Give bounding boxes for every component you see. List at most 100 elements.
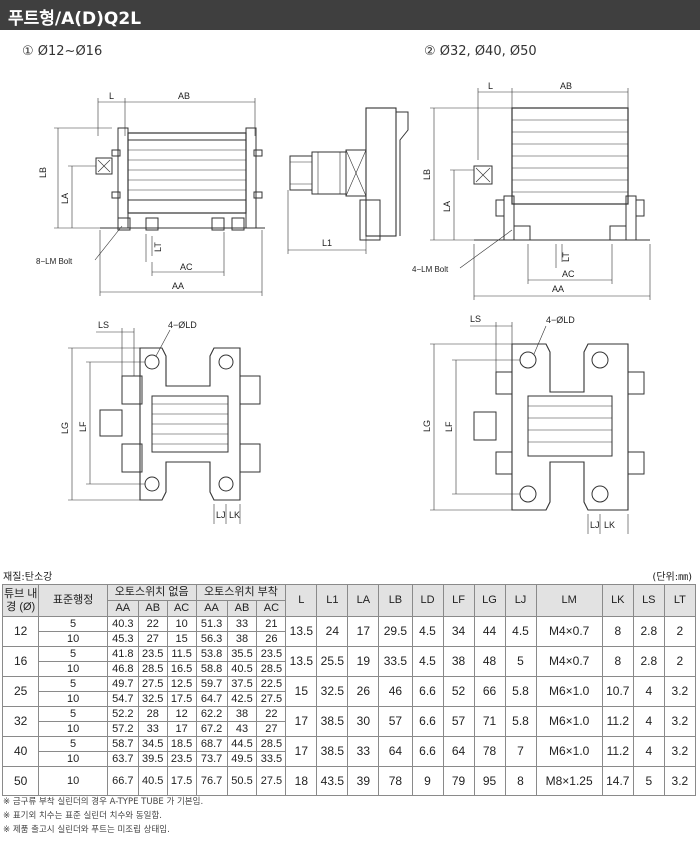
th-col: LK	[601, 584, 634, 617]
table-cell: 33	[137, 721, 168, 737]
table-cell-shared: 26	[347, 676, 380, 707]
dim-LB-left: LB	[38, 167, 48, 178]
table-cell-shared: 9	[411, 766, 444, 796]
table-cell-shared: 33	[347, 736, 380, 767]
note-item: ※ 금구류 부착 실린더의 경우 A-TYPE TUBE 가 기본임.	[3, 797, 204, 807]
th-sub: AA	[106, 600, 139, 617]
table-cell: 28	[137, 706, 168, 722]
th-sub: AB	[137, 600, 168, 617]
table-cell-shared: 4.5	[411, 646, 444, 677]
section-left-title: ① Ø12~Ø16	[22, 44, 103, 59]
table-cell: 27.5	[256, 766, 287, 796]
table-cell-shared: 8	[504, 766, 537, 796]
dim-LG-right: LG	[422, 420, 432, 432]
dim-LJ-left: LJ	[216, 510, 226, 520]
table-cell: 17.5	[166, 766, 197, 796]
table-cell-shared: 3.2	[663, 676, 697, 707]
table-cell: 56.3	[195, 631, 228, 647]
table-cell-shared: 48	[473, 646, 506, 677]
table-cell-shared: 2.8	[632, 646, 665, 677]
cell-bore: 25	[1, 676, 40, 707]
table-cell: 18.5	[166, 736, 197, 752]
table-cell: 23.5	[166, 751, 197, 767]
table-cell: 10	[166, 616, 197, 632]
table-cell: 42.5	[226, 691, 258, 707]
th-col: LJ	[504, 584, 537, 617]
drawing-right-side	[430, 88, 651, 300]
table-cell: 73.7	[195, 751, 228, 767]
table-cell: 16.5	[166, 661, 197, 677]
table-cell-shared: 52	[442, 676, 475, 707]
table-cell: 39.5	[137, 751, 168, 767]
table-cell-shared: 3.2	[663, 706, 697, 737]
table-cell-shared: 78	[378, 766, 413, 796]
table-cell-shared: 3.2	[663, 766, 697, 796]
dim-LA-right: LA	[442, 201, 452, 212]
table-cell: 22	[256, 706, 287, 722]
table-cell-shared: 95	[473, 766, 506, 796]
table-cell-shared: 64	[378, 736, 413, 767]
table-cell-shared: 38	[442, 646, 475, 677]
table-cell: 27	[256, 721, 287, 737]
dim-LB-right: LB	[422, 169, 432, 180]
dim-LS-left: LS	[98, 320, 109, 330]
th-col: L	[285, 584, 318, 617]
table-cell-shared: 6.6	[411, 736, 444, 767]
table-cell-shared: 8	[601, 616, 634, 647]
table-cell-shared: 33.5	[378, 646, 413, 677]
table-cell-shared: 30	[347, 706, 380, 737]
table-cell: 10	[38, 691, 108, 707]
th-col: LS	[632, 584, 665, 617]
table-cell-shared: 25.5	[316, 646, 349, 677]
table-cell-shared: 32.5	[316, 676, 349, 707]
table-cell: 27.5	[256, 691, 287, 707]
table-cell-shared: 43.5	[316, 766, 349, 796]
table-cell-shared: 38.5	[316, 736, 349, 767]
table-cell: 10	[38, 661, 108, 677]
spec-table: 튜브 내경 (Ø) 표준행정 오토스위치 없음 오토스위치 부착 L L1 LA…	[1, 584, 697, 796]
table-cell: 66.7	[106, 766, 139, 796]
table-cell: 68.7	[195, 736, 228, 752]
table-cell: 50.5	[226, 766, 258, 796]
table-cell-shared: 13.5	[285, 616, 318, 647]
table-cell-shared: 39	[347, 766, 380, 796]
dim-L-right: L	[488, 81, 493, 91]
table-cell: 58.7	[106, 736, 139, 752]
drawing-left-side	[54, 98, 265, 296]
table-cell-shared: 13.5	[285, 646, 318, 677]
th-col: LT	[663, 584, 697, 617]
dim-LA-left: LA	[60, 193, 70, 204]
table-cell: 17.5	[166, 691, 197, 707]
table-cell: 59.7	[195, 676, 228, 692]
section-right-title: ② Ø32, Ø40, Ø50	[424, 44, 537, 59]
table-cell-shared: 6.6	[411, 676, 444, 707]
table-cell-shared: 34	[442, 616, 475, 647]
dim-LJ-right: LJ	[590, 520, 600, 530]
table-cell-shared: M6×1.0	[535, 676, 603, 707]
table-cell-shared: 4	[632, 676, 665, 707]
dim-LS-right: LS	[470, 314, 481, 324]
th-col: LB	[378, 584, 413, 617]
dim-AB-left: AB	[178, 91, 190, 101]
drawing-left-top	[68, 328, 261, 524]
dim-LK-right: LK	[604, 520, 615, 530]
table-cell-shared: M6×1.0	[535, 706, 603, 737]
table-cell-shared: 57	[378, 706, 413, 737]
table-cell: 33	[226, 616, 258, 632]
th-no-switch: 오토스위치 없음	[106, 584, 197, 601]
table-cell: 33.5	[256, 751, 287, 767]
technical-drawing: L AB LB LA LT AC AA 8−LM Bolt L1 L AB LB…	[36, 81, 651, 534]
table-cell: 34.5	[137, 736, 168, 752]
dim-AA-left: AA	[172, 281, 184, 291]
dim-LT-left: LT	[153, 242, 163, 252]
cell-bore: 50	[1, 766, 40, 796]
table-cell: 10	[38, 751, 108, 767]
table-cell: 10	[38, 766, 108, 796]
table-cell: 27	[137, 631, 168, 647]
